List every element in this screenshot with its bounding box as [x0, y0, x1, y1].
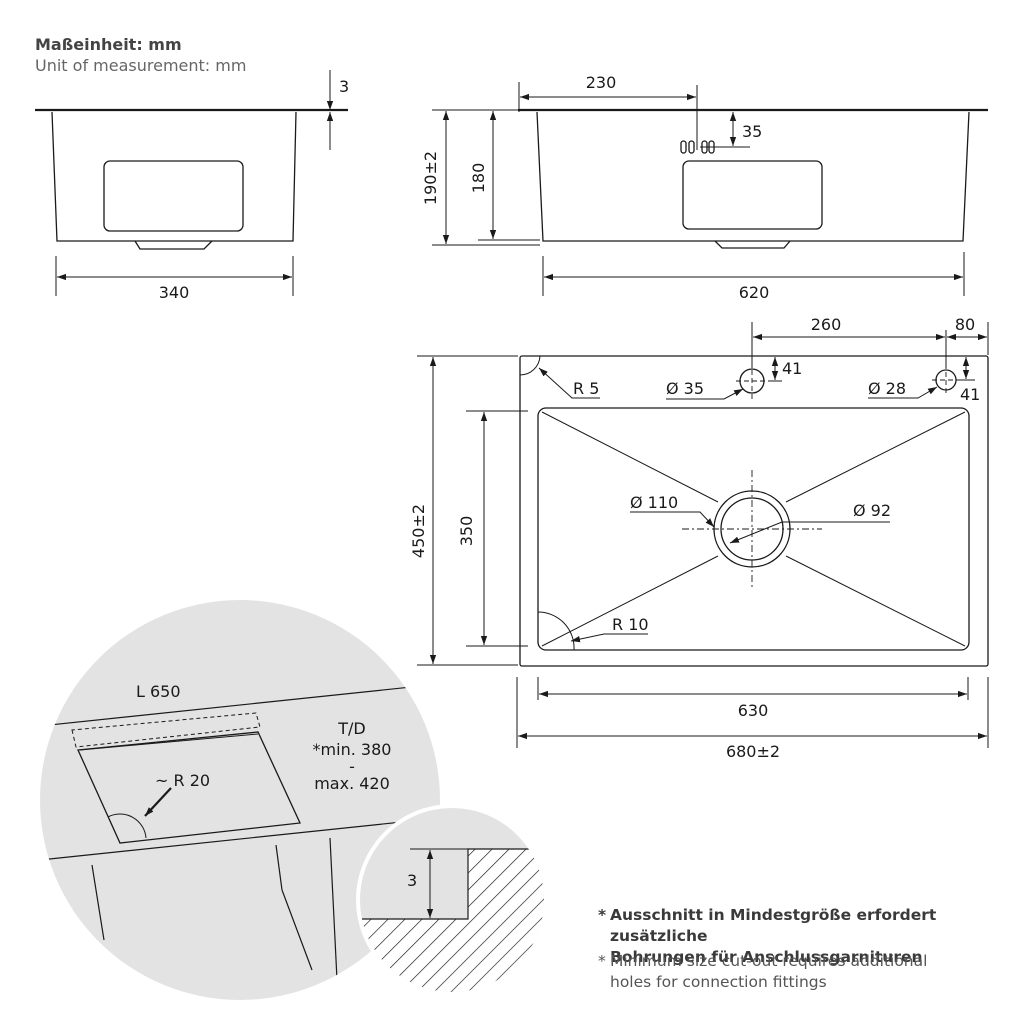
- note-de-line-1: Ausschnitt in Mindestgröße erfordert zus…: [610, 906, 937, 945]
- top-outer-rim: [519, 355, 989, 667]
- note-en: * Minimum size cut-out requires addition…: [598, 951, 927, 993]
- front-view: [432, 82, 988, 296]
- corner-r5-label: R 5: [573, 379, 599, 398]
- leader-110: [630, 511, 715, 528]
- front-overflow: [682, 160, 823, 230]
- hole-28-label: Ø 28: [868, 379, 906, 398]
- note-star-de: *: [598, 906, 607, 924]
- units-label-de: Maßeinheit: mm: [35, 35, 182, 54]
- leader-92: [729, 521, 890, 544]
- note-de-line-2: Bohrungen für Anschlussgarnituren: [610, 948, 923, 966]
- drain-110-label: Ø 110: [630, 493, 678, 512]
- cutout-length-label: L 650: [136, 682, 181, 701]
- drain-slope-lines: [541, 411, 966, 647]
- dim-680-label: 680±2: [726, 742, 780, 761]
- note-de: * Ausschnitt in Mindestgröße erfordert z…: [598, 905, 1024, 968]
- dim-260-label: 260: [811, 315, 842, 334]
- tap-holes-icon: [680, 140, 715, 154]
- leader-35: [666, 388, 744, 400]
- cutout-depth-dash: -: [349, 757, 355, 776]
- dim-630-label: 630: [738, 701, 769, 720]
- detail-rim: [360, 848, 544, 992]
- drain-92-label: Ø 92: [853, 501, 891, 520]
- side-view: [35, 70, 348, 296]
- dim-80-label: 80: [955, 315, 975, 334]
- rim-height-label: 3: [407, 871, 417, 890]
- side-drain: [134, 240, 213, 250]
- dim-41a-label: 41: [782, 359, 802, 378]
- dim-230-label: 230: [586, 73, 617, 92]
- note-en-line-1: Minimum size cut-out requires additional: [610, 952, 928, 970]
- units-label-en: Unit of measurement: mm: [35, 56, 247, 75]
- dim-180-label: 180: [469, 163, 488, 194]
- dim-190-label: 190±2: [421, 151, 440, 205]
- cutout-depth-max: max. 420: [314, 774, 390, 793]
- dim-350-label: 350: [457, 516, 476, 547]
- detail-cutout-bubble: [40, 600, 440, 1000]
- leader-28: [868, 386, 938, 399]
- leader-r5: [538, 367, 600, 399]
- note-star-en: *: [598, 952, 606, 970]
- hole-35-label: Ø 35: [666, 379, 704, 398]
- front-drain: [714, 240, 791, 249]
- cutout-depth-label: T/D: [337, 719, 365, 738]
- dim-35-label: 35: [742, 122, 762, 141]
- side-basin: [51, 111, 297, 242]
- front-basin: [536, 111, 970, 242]
- units-note: Maßeinheit: mm Unit of measurement: mm: [35, 34, 246, 76]
- side-overflow: [103, 160, 244, 232]
- leader-r10: [570, 633, 648, 643]
- dim-450-label: 450±2: [409, 504, 428, 558]
- dim-340-label: 340: [159, 283, 190, 302]
- dim-41b-label: 41: [960, 385, 980, 404]
- leader-r20: [144, 787, 172, 817]
- cutout-radius-label: ~ R 20: [155, 771, 210, 790]
- dim-rim-label: 3: [339, 77, 349, 96]
- detail-cutout: [40, 683, 440, 1000]
- cutout-depth-min: *min. 380: [313, 740, 392, 759]
- note-en-line-2: holes for connection fittings: [610, 973, 827, 991]
- top-inner-basin: [537, 407, 970, 651]
- top-view: [417, 322, 989, 748]
- corner-r10-label: R 10: [612, 615, 649, 634]
- dim-620-label: 620: [739, 283, 770, 302]
